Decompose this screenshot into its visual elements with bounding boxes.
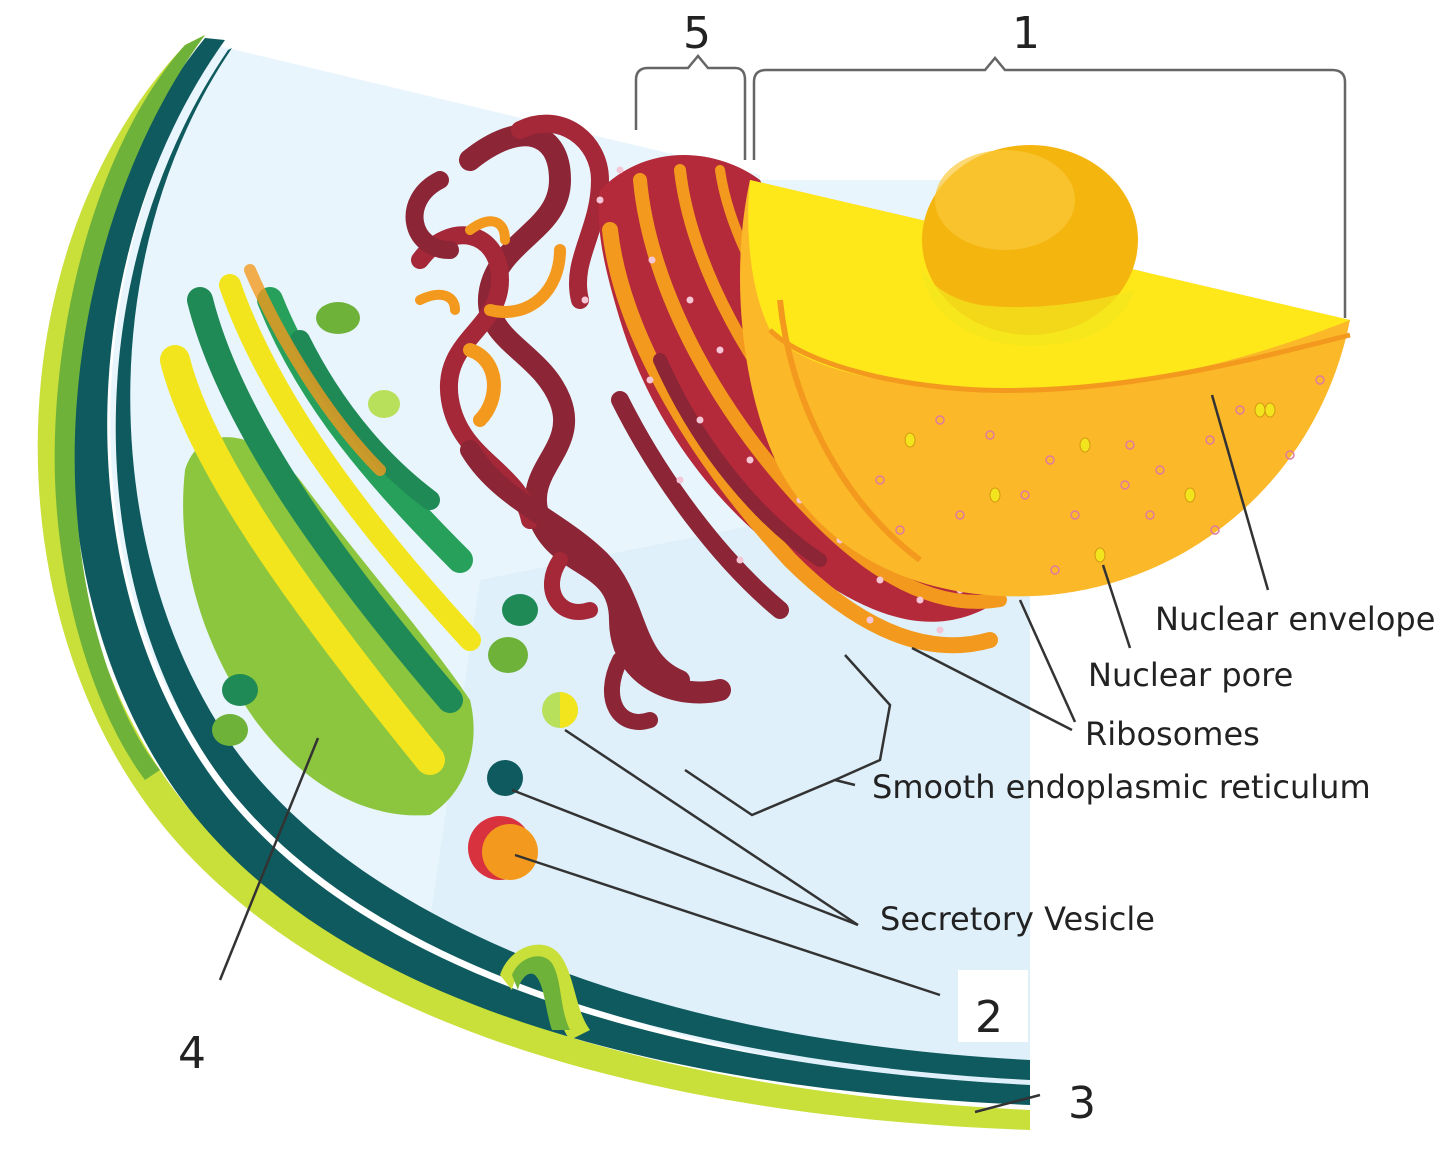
leader-lines (218, 394, 1270, 1114)
label-nuclear-pore: Nuclear pore (1088, 656, 1293, 694)
number-1: 1 (1012, 8, 1040, 59)
label-nuclear-envelope: Nuclear envelope (1155, 600, 1435, 638)
golgi-apparatus (160, 264, 538, 816)
labels: Nuclear envelope Nuclear pore Ribosomes … (872, 600, 1435, 938)
label-secretory-vesicle: Secretory Vesicle (880, 900, 1155, 938)
number-2: 2 (975, 992, 1003, 1043)
brackets (634, 54, 1347, 318)
vesicles (468, 692, 578, 880)
smooth-er (405, 114, 731, 730)
label-ribosomes: Ribosomes (1085, 715, 1260, 753)
label-smooth-er: Smooth endoplasmic reticulum (872, 768, 1371, 806)
number-labels: 1 2 3 4 5 (178, 8, 1096, 1129)
number-4: 4 (178, 1028, 206, 1079)
number-5: 5 (683, 8, 711, 59)
cell-membrane (37, 35, 1031, 1130)
nucleolus (922, 145, 1138, 346)
number-3: 3 (1068, 1078, 1096, 1129)
